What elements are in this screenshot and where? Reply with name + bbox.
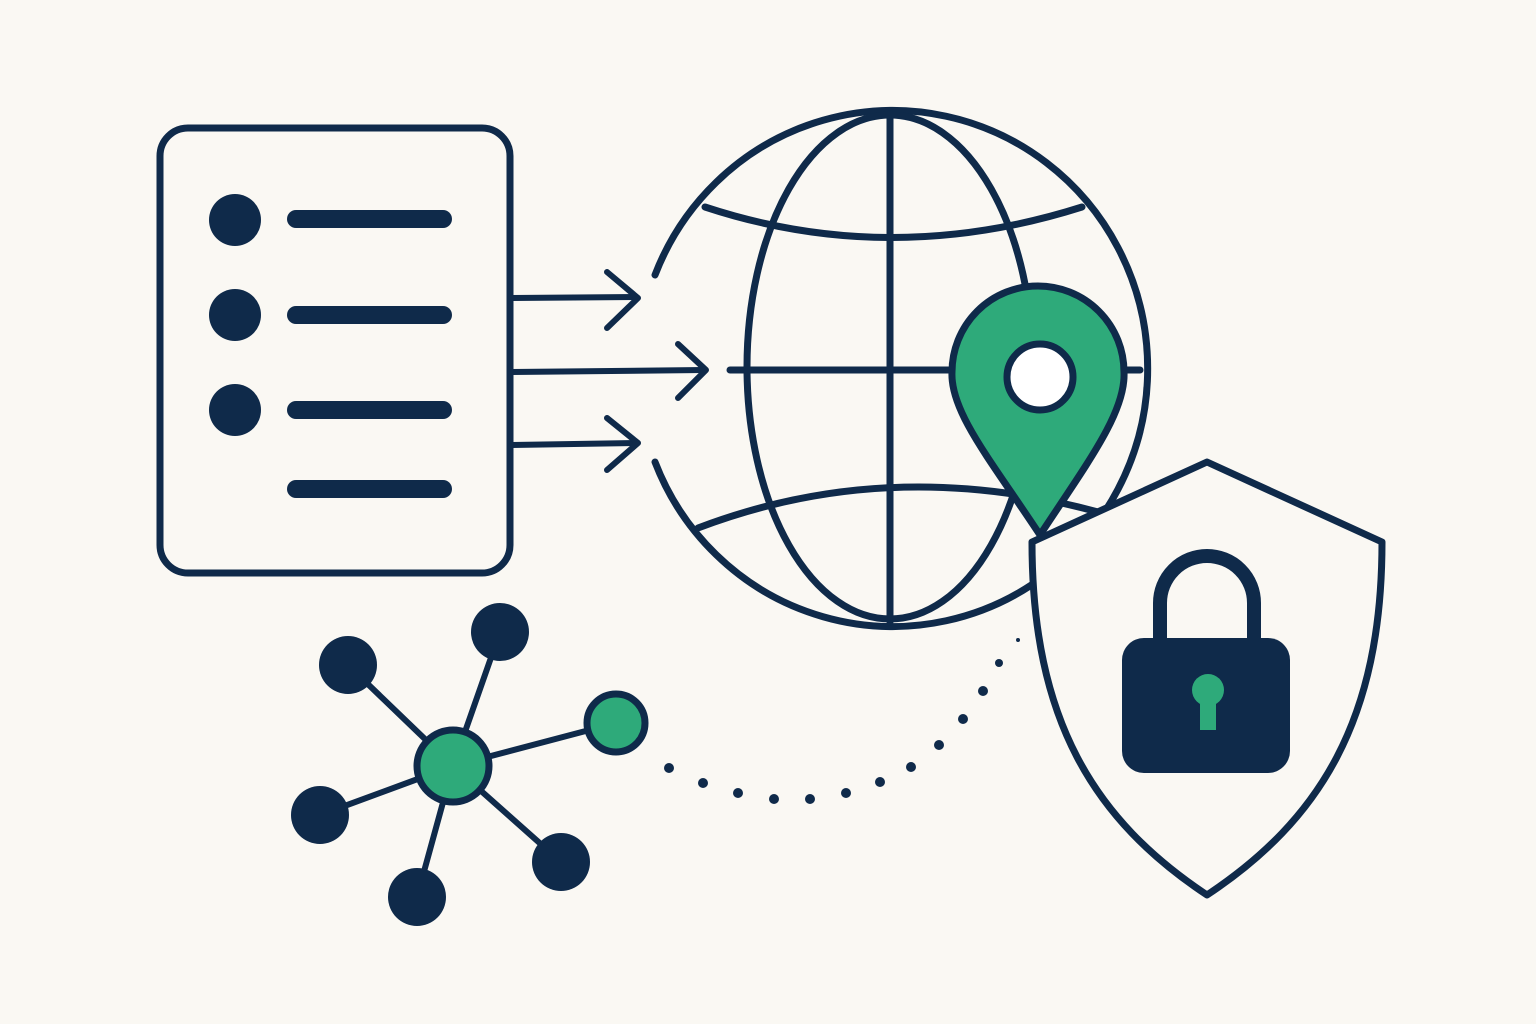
arrow-right-icon <box>509 269 641 331</box>
document-list-icon <box>156 124 514 577</box>
lock-icon <box>1122 549 1290 773</box>
network-nodes-icon <box>291 603 649 926</box>
location-pin-icon <box>948 282 1128 539</box>
arrow-right-icon <box>509 341 709 401</box>
arrow-right-icon <box>509 415 641 473</box>
dotted-path <box>664 638 1020 804</box>
